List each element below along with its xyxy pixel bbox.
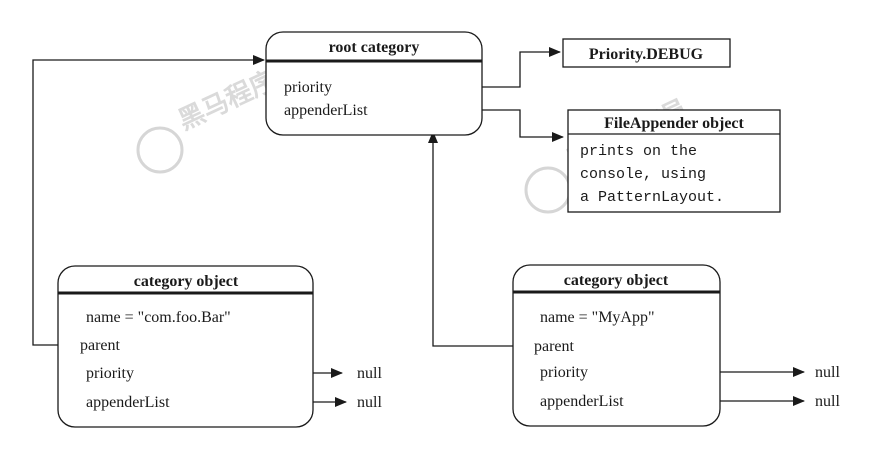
- category-object-right: category object name = "MyApp" parent pr…: [512, 264, 721, 427]
- left-field-appenderlist: appenderList: [86, 394, 170, 411]
- left-category-title: category object: [134, 273, 239, 290]
- category-object-left: category object name = "com.foo.Bar" par…: [57, 265, 314, 428]
- root-category-title: root category: [329, 39, 420, 56]
- root-category-box: root category priority appenderList: [265, 31, 483, 136]
- file-appender-line-3: a PatternLayout.: [580, 189, 724, 206]
- left-field-parent: parent: [80, 337, 121, 354]
- file-appender-title: FileAppender object: [604, 115, 744, 132]
- priority-debug-label: Priority.DEBUG: [589, 46, 704, 63]
- null-right-appender: null: [815, 393, 840, 410]
- root-field-priority: priority: [284, 79, 332, 96]
- null-left-priority: null: [357, 365, 382, 382]
- root-field-appenderlist: appenderList: [284, 102, 368, 119]
- priority-debug-box: Priority.DEBUG: [562, 38, 731, 68]
- left-field-priority: priority: [86, 365, 134, 382]
- edge-left-parent-to-root: [32, 55, 265, 346]
- left-name-line: name = "com.foo.Bar": [86, 309, 231, 326]
- file-appender-line-1: prints on the: [580, 143, 697, 160]
- null-left-appender: null: [357, 394, 382, 411]
- right-field-priority: priority: [540, 364, 588, 381]
- right-category-title: category object: [564, 272, 669, 289]
- right-field-parent: parent: [534, 338, 575, 355]
- null-right-priority: null: [815, 364, 840, 381]
- right-field-appenderlist: appenderList: [540, 393, 624, 410]
- file-appender-line-2: console, using: [580, 166, 706, 183]
- right-name-line: name = "MyApp": [540, 309, 655, 326]
- edge-right-parent-to-root: [428, 131, 528, 347]
- file-appender-box: FileAppender object prints on the consol…: [567, 109, 781, 213]
